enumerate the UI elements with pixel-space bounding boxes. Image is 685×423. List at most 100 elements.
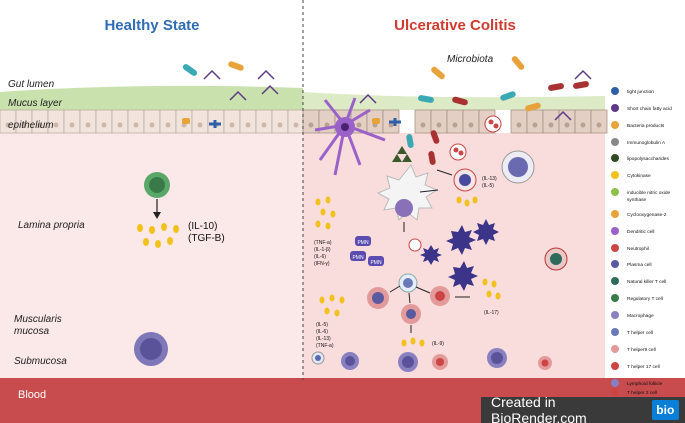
il5-label: (IL-5) <box>482 183 494 189</box>
epithelium-label: epithelium <box>8 120 54 131</box>
legend-label: Lymphoid follicle <box>627 381 663 387</box>
il5-group-label-3: (IL-13) <box>316 336 331 342</box>
epithelial-nucleus <box>197 122 203 128</box>
lps-triangles <box>392 146 412 162</box>
epithelial-cell <box>414 109 432 134</box>
legend-label: inducible nitric oxide <box>627 190 671 196</box>
legend-label: Macrophage <box>627 313 654 319</box>
healthy-microbiota <box>182 61 279 128</box>
epithelial-cell <box>223 109 241 134</box>
gut-lumen-label: Gut lumen <box>8 79 55 90</box>
legend-label: Natural killer T cell <box>627 279 666 285</box>
epithelial-nucleus <box>261 122 267 128</box>
legend-label: Cytokinase <box>627 173 651 179</box>
epithelial-nucleus <box>101 122 107 128</box>
epithelial-cell <box>239 109 257 134</box>
bottom-cell-row <box>311 348 552 372</box>
macrophage-uc <box>376 164 439 221</box>
legend-label: synthase <box>627 197 647 203</box>
legend-icon <box>611 379 619 387</box>
legend-label: Immunoglobulin A <box>627 140 666 146</box>
epithelial-nucleus <box>5 122 11 128</box>
star-cells <box>420 219 499 291</box>
legend-label: Plasma cell <box>627 262 652 268</box>
th-cell-bottom <box>401 304 421 324</box>
tnf-label-1: (TNF-a) <box>314 240 332 246</box>
biorender-watermark: Created in BioRender.com bio <box>481 394 685 423</box>
epithelial-cell <box>79 109 97 134</box>
epithelial-cell <box>510 109 528 134</box>
epithelial-nucleus <box>165 122 171 128</box>
legend-label: T helper 2 cell <box>627 390 657 396</box>
treg-arrow-head <box>153 212 161 219</box>
epithelial-nucleus <box>532 122 538 128</box>
epithelial-cell <box>574 109 592 134</box>
legend-icon <box>611 328 619 336</box>
il17-label: (IL-17) <box>484 310 499 316</box>
dendritic-cell <box>314 97 386 176</box>
legend-icon <box>611 227 619 235</box>
tnf-label-4: (IFN-γ) <box>314 261 330 267</box>
epithelial-nucleus <box>420 122 426 128</box>
legend-icon <box>611 171 619 179</box>
epithelial-cell <box>271 109 289 134</box>
epithelial-cell <box>255 109 273 134</box>
uc-microbiota <box>359 56 592 165</box>
legend-label: Bacteria products <box>627 123 665 129</box>
mucus-layer-healthy <box>0 85 303 110</box>
lymphoid-follicle-healthy <box>134 332 168 366</box>
legend-icon <box>611 388 619 396</box>
epithelial-cell <box>63 109 81 134</box>
epithelial-cell <box>430 109 448 134</box>
epithelial-cell <box>446 109 464 134</box>
epithelial-nucleus <box>564 122 570 128</box>
pmn-label-3: PMN <box>370 260 382 266</box>
epithelial-cell <box>159 109 177 134</box>
th-cell-right <box>430 286 450 306</box>
cytokine-dots-il5 <box>319 294 345 317</box>
cytokine-dots-il9 <box>401 337 425 347</box>
epithelial-nucleus <box>37 122 43 128</box>
microbiota-label: Microbiota <box>447 54 494 65</box>
epithelial-nucleus <box>277 122 283 128</box>
tnf-label-2: (IL-1-β) <box>314 247 331 253</box>
cytokine-dots-tnf <box>315 196 336 230</box>
tnf-label-3: (IL-6) <box>314 254 326 260</box>
th-cell-center <box>398 273 418 293</box>
legend-icon <box>611 311 619 319</box>
legend-label: Neutrophil <box>627 246 649 252</box>
regulatory-t-cell-healthy <box>144 172 170 198</box>
epithelial-nucleus <box>468 122 474 128</box>
epithelial-cell <box>462 109 480 134</box>
epithelial-nucleus <box>245 122 251 128</box>
epithelial-nucleus <box>21 122 27 128</box>
epithelial-cell <box>542 109 560 134</box>
cytokine-dots-healthy <box>137 223 179 248</box>
legend-icon <box>611 345 619 353</box>
blood-label: Blood <box>18 389 46 401</box>
legend-icon <box>611 121 619 129</box>
epithelial-nucleus <box>133 122 139 128</box>
submucosa-label: Submucosa <box>14 356 67 367</box>
legend-label: T helper 17 cell <box>627 364 660 370</box>
il13-label: (IL-13) <box>482 176 497 182</box>
natural-killer-t-cell <box>544 247 568 271</box>
legend-label: lipopolysaccharides <box>627 156 669 162</box>
biorender-logo-icon: bio <box>651 400 679 420</box>
legend-label: T helper cell <box>627 330 653 336</box>
legend-icon <box>611 260 619 268</box>
macrophage-large <box>501 150 535 184</box>
cytokine-dots-il17 <box>482 278 501 300</box>
legend-icon <box>611 362 619 370</box>
legend-icon <box>611 244 619 252</box>
neutrophil-group <box>408 115 502 252</box>
epithelial-cell <box>287 109 305 134</box>
il9-label: (IL-9) <box>432 341 444 347</box>
legend-label: Cyclooxygenase-2 <box>627 212 667 218</box>
legend-icon <box>611 104 619 112</box>
il5-group-label-2: (IL-6) <box>316 329 328 335</box>
legend-icon <box>611 277 619 285</box>
legend-label: Regulatory T cell <box>627 296 663 302</box>
